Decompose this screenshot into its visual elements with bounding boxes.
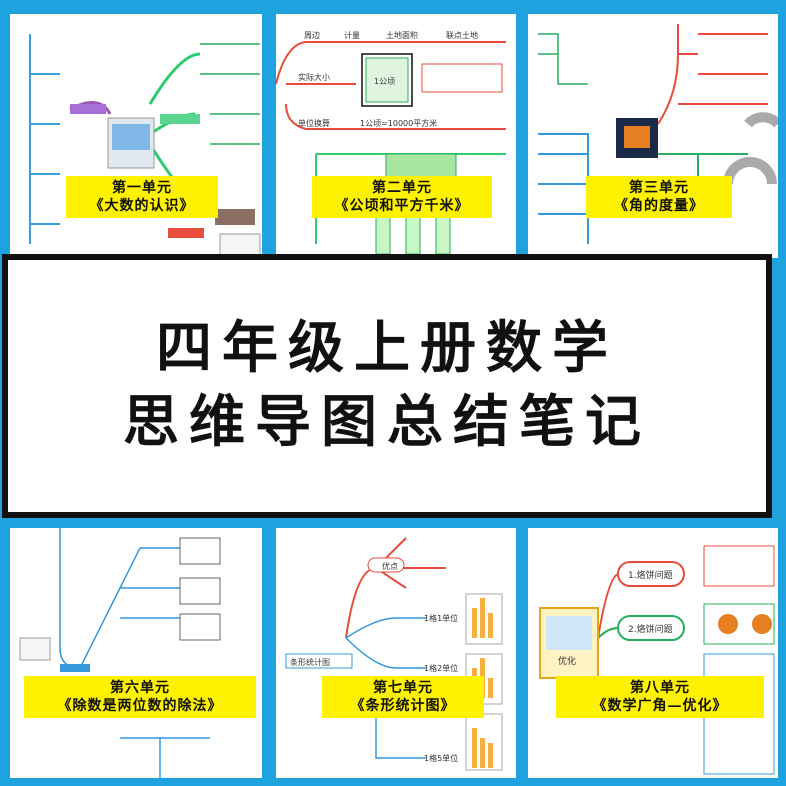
u7-text-title: 条形统计图 <box>290 657 330 667</box>
unit-3-number: 第三单元 <box>629 180 689 196</box>
unit-8-thumbnail[interactable]: 1.烙饼问题 2.烙饼问题 优化 第八单元 《数学广角—优化》 <box>528 528 778 778</box>
unit-8-title: 《数学广角—优化》 <box>592 698 728 714</box>
unit-7-number: 第七单元 <box>373 680 433 696</box>
u2-text-huansuan: 1公顷=10000平方米 <box>360 118 437 128</box>
unit-1-mindmap <box>29 34 261 257</box>
u7-text-youdian: 优点 <box>382 561 398 571</box>
unit-8-label: 第八单元 《数学广角—优化》 <box>556 676 764 718</box>
u7-text-1ge5: 1格5单位 <box>424 753 458 763</box>
unit-3-thumbnail[interactable]: 第三单元 《角的度量》 <box>528 14 778 258</box>
unit-7-label: 第七单元 《条形统计图》 <box>322 676 484 718</box>
u8-text-q2: 2.烙饼问题 <box>628 623 673 635</box>
unit-7-title: 《条形统计图》 <box>350 698 456 714</box>
unit-6-number: 第六单元 <box>110 680 170 696</box>
unit-2-label: 第二单元 《公顷和平方千米》 <box>312 176 492 218</box>
unit-3-label: 第三单元 《角的度量》 <box>586 176 732 218</box>
unit-1-title: 《大数的认识》 <box>89 198 195 214</box>
u7-text-1ge2: 1格2单位 <box>424 663 458 673</box>
unit-3-mindmap <box>538 24 778 244</box>
unit-6-thumbnail[interactable]: 第六单元 《除数是两位数的除法》 <box>10 528 262 778</box>
unit-1-label: 第一单元 《大数的认识》 <box>66 176 218 218</box>
u2-text-jiliang: 计量 <box>344 30 360 40</box>
u2-text-shiji: 实际大小 <box>298 72 330 82</box>
unit-2-number: 第二单元 <box>372 180 432 196</box>
u8-text-youhua: 优化 <box>558 655 576 667</box>
title-line-2: 思维导图总结笔记 <box>123 390 651 455</box>
u8-text-q1: 1.烙饼问题 <box>628 569 673 581</box>
unit-2-title: 《公顷和平方千米》 <box>334 198 470 214</box>
unit-8-mindmap: 1.烙饼问题 2.烙饼问题 优化 <box>539 545 775 775</box>
u2-text-zhoubian: 周边 <box>304 30 320 40</box>
unit-7-mindmap: 条形统计图 优点 1格1单位 1格2单位 1格5单位 <box>285 537 503 771</box>
u7-text-1ge1: 1格1单位 <box>424 613 458 623</box>
title-line-1: 四年级上册数学 <box>156 316 618 381</box>
unit-3-title: 《角的度量》 <box>614 198 704 214</box>
unit-2-thumbnail[interactable]: 周边 计量 土地面积 联点土地 实际大小 1公顷 单位换算 1公顷=10000平… <box>276 14 516 258</box>
u2-text-danwei: 单位换算 <box>298 118 330 128</box>
title-banner: 四年级上册数学 思维导图总结笔记 <box>2 254 772 518</box>
u2-text-tudimianji: 土地面积 <box>386 30 418 40</box>
unit-6-label: 第六单元 《除数是两位数的除法》 <box>24 676 256 718</box>
unit-1-thumbnail[interactable]: 第一单元 《大数的认识》 <box>10 14 262 258</box>
u2-text-liandian: 联点土地 <box>446 30 478 40</box>
unit-1-number: 第一单元 <box>112 180 172 196</box>
unit-6-mindmap <box>19 528 221 778</box>
u2-text-gongqing: 1公顷 <box>374 77 395 86</box>
unit-2-mindmap: 周边 计量 土地面积 联点土地 实际大小 1公顷 单位换算 1公顷=10000平… <box>276 30 506 255</box>
unit-8-number: 第八单元 <box>630 680 690 696</box>
unit-6-title: 《除数是两位数的除法》 <box>57 698 223 714</box>
unit-7-thumbnail[interactable]: 条形统计图 优点 1格1单位 1格2单位 1格5单位 第七单元 《条形统计图》 <box>276 528 516 778</box>
